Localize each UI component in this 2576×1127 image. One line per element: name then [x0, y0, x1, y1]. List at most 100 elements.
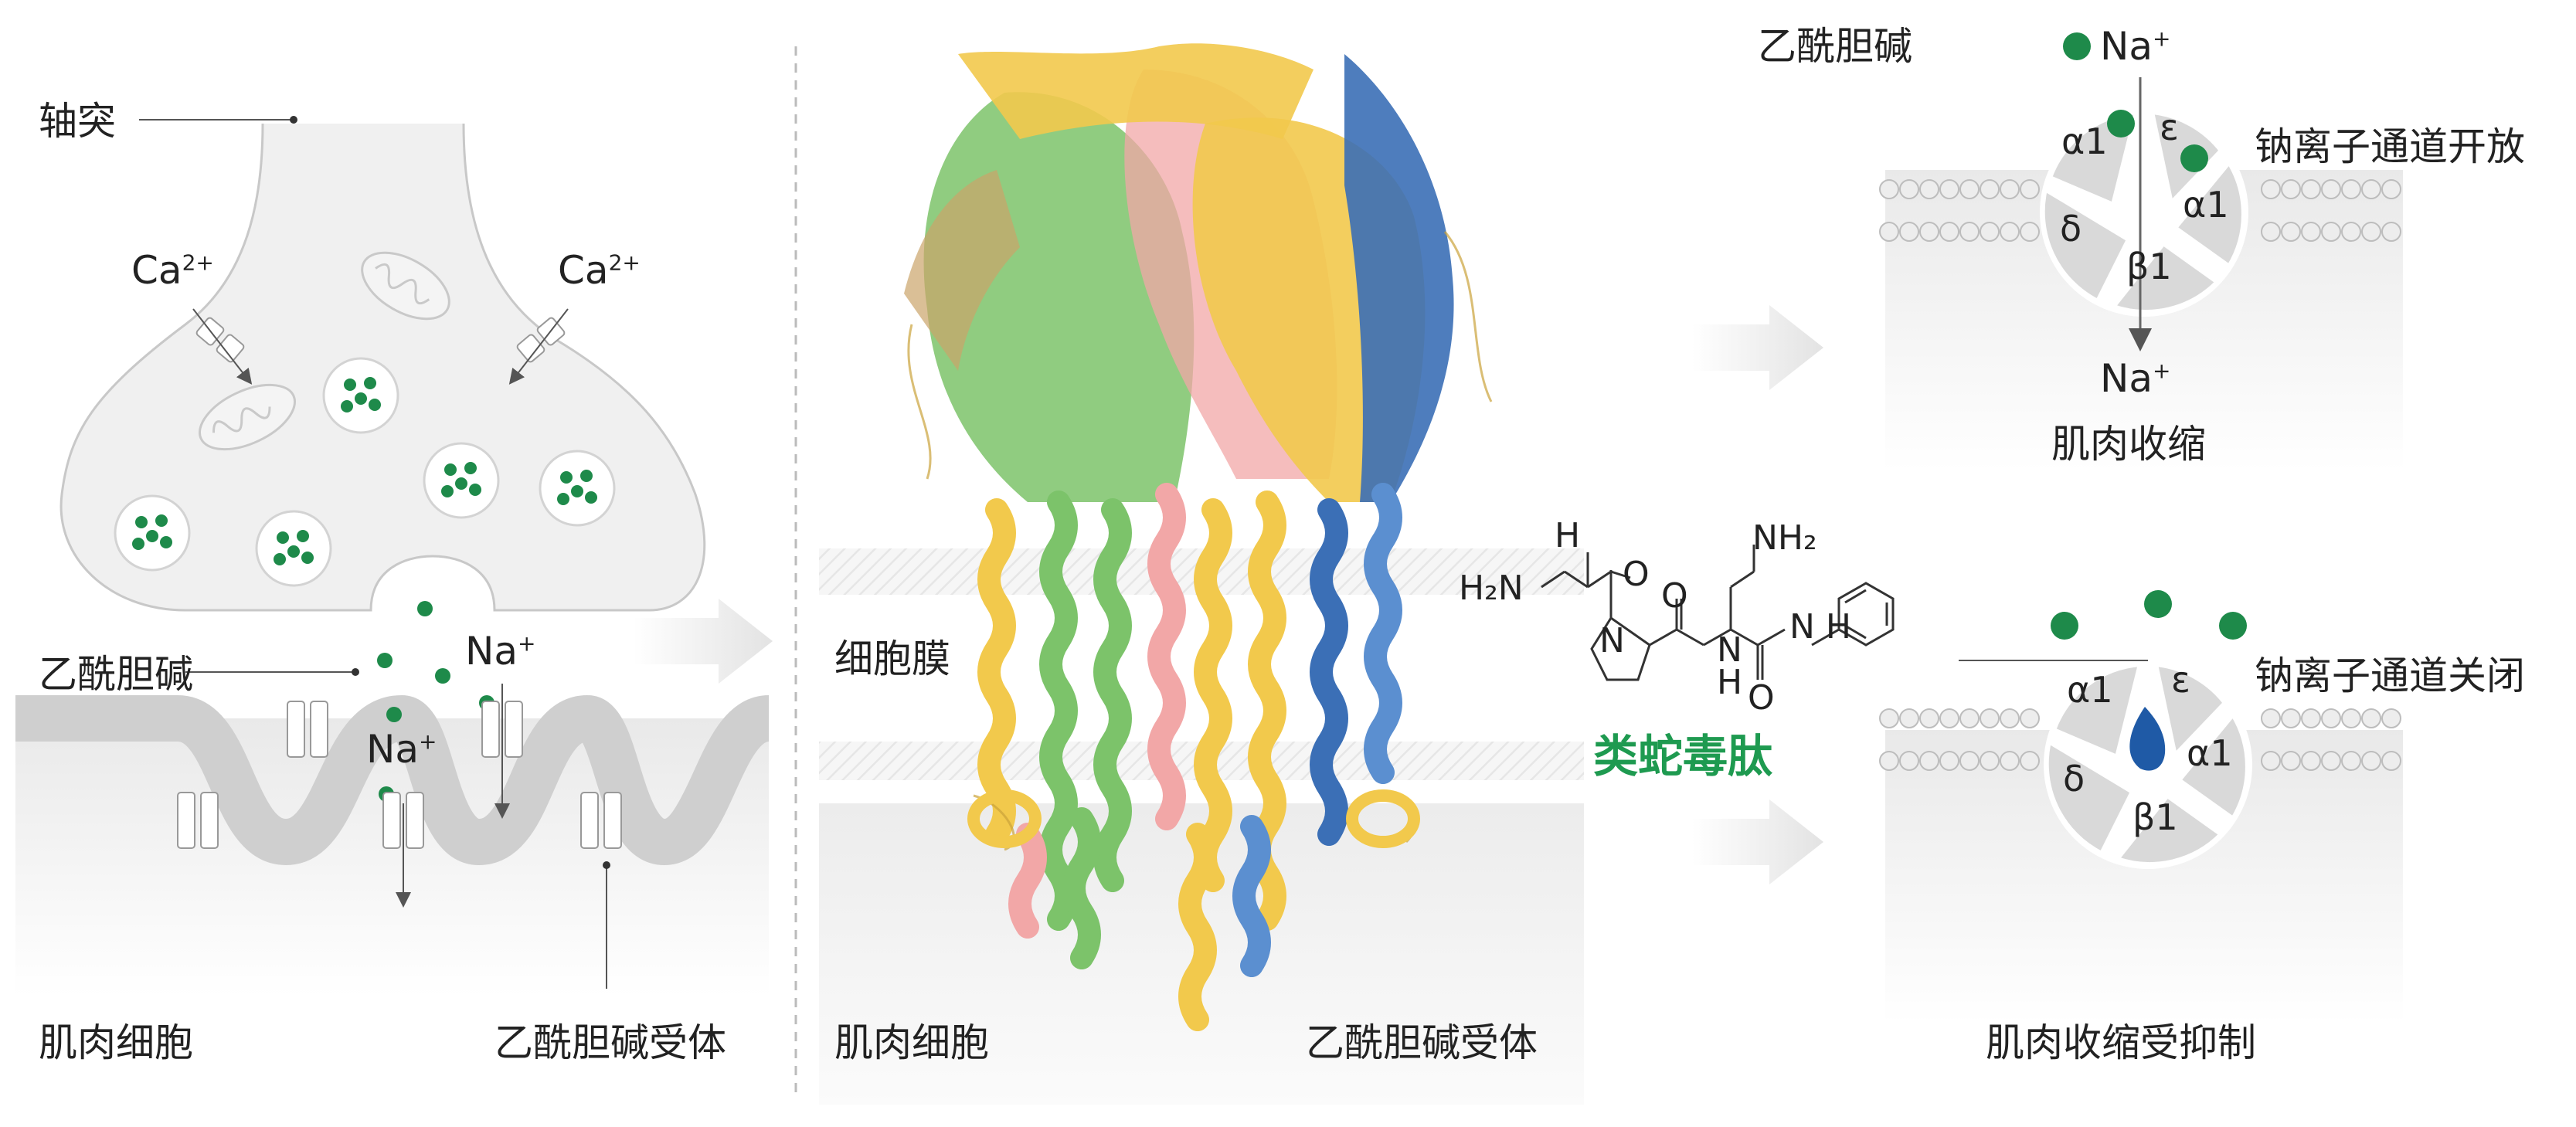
- lipid-head: [2321, 708, 2341, 728]
- lipid-head: [2261, 708, 2281, 728]
- lipid-head: [2381, 222, 2401, 242]
- lipid-head: [1879, 751, 1899, 771]
- br-subunit-delta: [2044, 738, 2136, 857]
- vesicle: [255, 510, 332, 587]
- lipid-head: [2020, 179, 2040, 199]
- lipid-head: [2341, 708, 2361, 728]
- br-subunit-a1-left: [2051, 661, 2143, 761]
- br-channel: [2044, 660, 2252, 869]
- lipid-head: [2000, 179, 2020, 199]
- lipid-head: [1919, 708, 1939, 728]
- lipid-head: [2381, 708, 2401, 728]
- br-label-a1-right: α1: [2187, 732, 2233, 774]
- flow-arrow-3: [1692, 799, 1823, 884]
- tr-label-delta: δ: [2060, 208, 2082, 250]
- lipid-head: [1939, 222, 1959, 242]
- lipid-head: [1980, 222, 2000, 242]
- label-membrane: 细胞膜: [834, 636, 950, 681]
- atom-nh2: NH₂: [1752, 518, 1817, 558]
- calcium-channel-left: [195, 317, 245, 363]
- atom-o-1: O: [1623, 555, 1650, 594]
- lipid-head: [1959, 751, 1980, 771]
- atom-o-3: O: [1748, 678, 1775, 718]
- label-contraction: 肌肉收缩: [2051, 422, 2206, 467]
- lipid-head: [1899, 708, 1919, 728]
- atom-h-low: H: [1717, 663, 1743, 702]
- lipid-head: [1919, 222, 1939, 242]
- tr-label-epsilon: ε: [2160, 107, 2179, 148]
- bottom-right-panel: [1879, 590, 2403, 1023]
- mitochondrion-top: [361, 251, 450, 321]
- lipid-head: [2000, 708, 2020, 728]
- lipid-head: [2301, 708, 2321, 728]
- flow-arrow-1: [634, 599, 773, 684]
- lipid-head: [1899, 179, 1919, 199]
- br-label-delta: δ: [2063, 758, 2085, 799]
- vesicle: [423, 442, 500, 519]
- lipid-head: [1879, 179, 1899, 199]
- lipid-head: [1919, 179, 1939, 199]
- lipid-head: [1919, 751, 1939, 771]
- atom-h-top: H: [1555, 516, 1581, 555]
- lipid-head: [2361, 708, 2381, 728]
- atom-nh-1: N: [1717, 630, 1742, 670]
- lipid-head: [1879, 708, 1899, 728]
- label-contraction-inhibited: 肌肉收缩受抑制: [1986, 1020, 2256, 1065]
- peptide-blocker: [2129, 707, 2166, 771]
- lipid-head: [1959, 708, 1980, 728]
- vesicles: [114, 357, 616, 587]
- label-na-1: Na+: [465, 629, 536, 674]
- label-channel-closed: 钠离子通道关闭: [2255, 653, 2525, 698]
- lipid-head: [2341, 751, 2361, 771]
- lipid-head: [2341, 179, 2361, 199]
- atom-o-2: O: [1661, 576, 1688, 616]
- lipid-head: [1939, 751, 1959, 771]
- lipid-head: [2361, 751, 2381, 771]
- br-subunit-beta1: [2113, 792, 2225, 867]
- lipid-head: [1879, 222, 1899, 242]
- lipid-head: [1980, 708, 2000, 728]
- lipid-head: [2381, 751, 2401, 771]
- lipid-head: [2361, 179, 2381, 199]
- atom-h2n: H₂N: [1459, 569, 1524, 608]
- label-channel-open: 钠离子通道开放: [2255, 124, 2525, 169]
- top-right-panel: [1879, 32, 2403, 471]
- mitochondrion-left: [198, 383, 297, 451]
- tr-lipid-bilayer: [1879, 179, 2401, 242]
- label-axon: 轴突: [39, 99, 116, 144]
- receptor-channels: [177, 701, 622, 849]
- br-subunit-epsilon: [2153, 661, 2228, 761]
- peptide-structure: [1541, 545, 1895, 681]
- lipid-head: [2321, 751, 2341, 771]
- lipid-head: [2301, 751, 2321, 771]
- lipid-head: [1899, 222, 1919, 242]
- label-na-bottom: Na+: [2100, 356, 2171, 401]
- tr-subunit-a1-right: [2171, 158, 2246, 270]
- lipid-head: [2020, 222, 2040, 242]
- lipid-head: [1899, 751, 1919, 771]
- atom-n-ring: N: [1599, 621, 1625, 660]
- lipid-head: [2341, 222, 2361, 242]
- vesicle: [539, 450, 616, 527]
- lipid-head: [2000, 751, 2020, 771]
- lipid-head: [2381, 179, 2401, 199]
- br-lipid-bilayer: [1879, 708, 2401, 771]
- label-muscle-cell-left: 肌肉细胞: [39, 1020, 193, 1065]
- tr-subunit-delta: [2040, 185, 2132, 305]
- br-label-a1-left: α1: [2067, 669, 2113, 711]
- label-acetylcholine-left: 乙酰胆碱: [39, 652, 193, 697]
- lipid-head: [1939, 179, 1959, 199]
- br-label-epsilon: ε: [2171, 659, 2190, 701]
- label-muscle-cell-mid: 肌肉细胞: [834, 1020, 989, 1065]
- lipid-head: [1939, 708, 1959, 728]
- lipid-head: [2000, 222, 2020, 242]
- lipid-head: [2020, 708, 2040, 728]
- tr-label-beta1: β1: [2126, 246, 2172, 287]
- lipid-head: [1980, 179, 2000, 199]
- lipid-head: [1980, 751, 2000, 771]
- lipid-head: [2261, 222, 2281, 242]
- lipid-head: [2281, 222, 2301, 242]
- label-acetylcholine-tr: 乙酰胆碱: [1758, 24, 1912, 69]
